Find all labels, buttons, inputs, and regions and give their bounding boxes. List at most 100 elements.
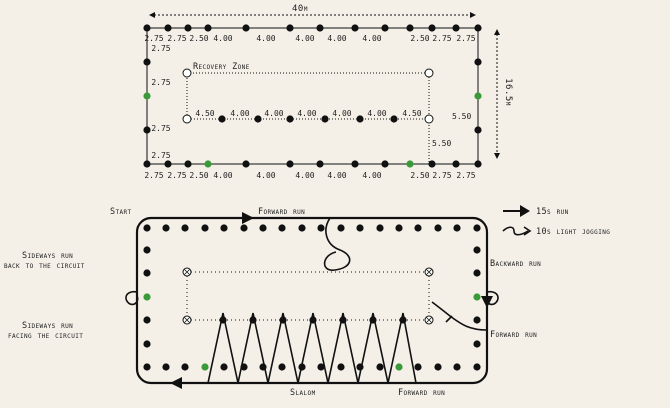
cone-inner [254,115,262,123]
cone-bottom [381,160,389,168]
cross-mark [426,317,432,323]
forward-run-right-label: Forward run [490,330,537,340]
segment-label-bottom: 4.00 [295,171,314,180]
cone-top [406,24,414,32]
cone-slalom [249,316,257,324]
cross-mark [426,269,432,275]
cone-right [474,126,482,134]
segment-label-bottom: 4.00 [213,171,232,180]
cone-circuit-top [201,224,209,232]
recovery-corner [424,114,434,124]
top-field-cones [143,24,482,168]
cone-circuit-top [337,224,345,232]
cone-left [143,126,151,134]
cone-slalom [219,316,227,324]
cone-circuit-bottom [453,363,461,371]
segment-label-bottom: 2.75 [167,171,186,180]
segment-label-bottom: 4.00 [362,171,381,180]
segment-label-top: 4.00 [256,34,275,43]
segment-label-top: 4.00 [213,34,232,43]
cone-circuit-bottom [414,363,422,371]
cone-slalom [309,316,317,324]
segment-label-inner: 4.00 [230,109,249,118]
cone-bottom [204,160,212,168]
cone-circuit-bottom [395,363,403,371]
segment-label-top: 4.00 [295,34,314,43]
cone-left [143,92,151,100]
cone-circuit-top [220,224,228,232]
cone-bottom [406,160,414,168]
cone-right [474,58,482,66]
cone-circuit-right [473,293,481,301]
segment-label-left: 2.75 [151,78,170,87]
width-label: 40m [292,4,308,14]
slalom-path [207,312,417,384]
segment-label-left: 2.75 [151,124,170,133]
cone-circuit-top [453,224,461,232]
segment-label-inner: 4.50 [195,109,214,118]
inner-right-label: 5.50 [452,112,471,121]
segment-label-bottom: 4.00 [327,171,346,180]
cone-inner [356,115,364,123]
cone-circuit-left [143,340,151,348]
cone-circuit-top [298,224,306,232]
cone-left [143,58,151,66]
legend-item-jog: 10s light jogging [502,226,610,237]
sideways-facing-label-1: Sideways run [22,321,73,331]
segment-label-left: 2.75 [151,151,170,160]
start-label: Start [110,207,132,217]
cone-circuit-top [395,224,403,232]
cone-slalom [339,316,347,324]
cone-top [164,24,172,32]
cone-circuit-top [414,224,422,232]
cone-circuit-top [259,224,267,232]
cone-top [143,24,151,32]
cone-circuit-right [473,269,481,277]
cone-bottom [452,160,460,168]
cone-circuit-bottom [356,363,364,371]
cone-top [316,24,324,32]
segment-label-inner: 4.00 [264,109,283,118]
segment-label-inner: 4.00 [332,109,351,118]
sideways-back-label-1: Sideways run [22,251,73,261]
segment-label-bottom: 2.75 [144,171,163,180]
cone-circuit-top [434,224,442,232]
jogging-loop-right [485,290,499,306]
segment-label-inner: 4.00 [297,109,316,118]
cone-circuit-bottom [278,363,286,371]
cone-top [286,24,294,32]
cone-top [351,24,359,32]
jogging-loop-top [323,217,351,271]
jogging-loop-inner [431,301,488,331]
loop-arrow-icon [502,226,529,236]
cone-top [204,24,212,32]
cone-top [452,24,460,32]
cone-circuit-left [143,246,151,254]
cone-circuit-left [143,269,151,277]
cone-circuit-bottom [240,363,248,371]
cone-bottom [351,160,359,168]
cone-top [184,24,192,32]
cone-circuit-bottom [201,363,209,371]
legend: 15s run 10s light jogging [502,205,610,237]
cone-bottom [164,160,172,168]
cone-circuit-top [278,224,286,232]
cone-circuit-left [143,316,151,324]
cone-right [474,92,482,100]
cone-circuit-bottom [259,363,267,371]
forward-run-bottom-label: Forward run [398,388,445,398]
cone-bottom [184,160,192,168]
segment-label-top: 2.75 [144,34,163,43]
circuit-cones [143,224,481,371]
top-field-outline [146,27,479,165]
jogging-loop-left [125,290,139,306]
segment-label-bottom: 2.75 [432,171,451,180]
forward-run-top-label: Forward run [258,207,305,217]
cone-inner [286,115,294,123]
cone-circuit-bottom [143,363,151,371]
segment-label-top: 4.00 [362,34,381,43]
cone-bottom [242,160,250,168]
recovery-zone-outline [186,72,430,120]
